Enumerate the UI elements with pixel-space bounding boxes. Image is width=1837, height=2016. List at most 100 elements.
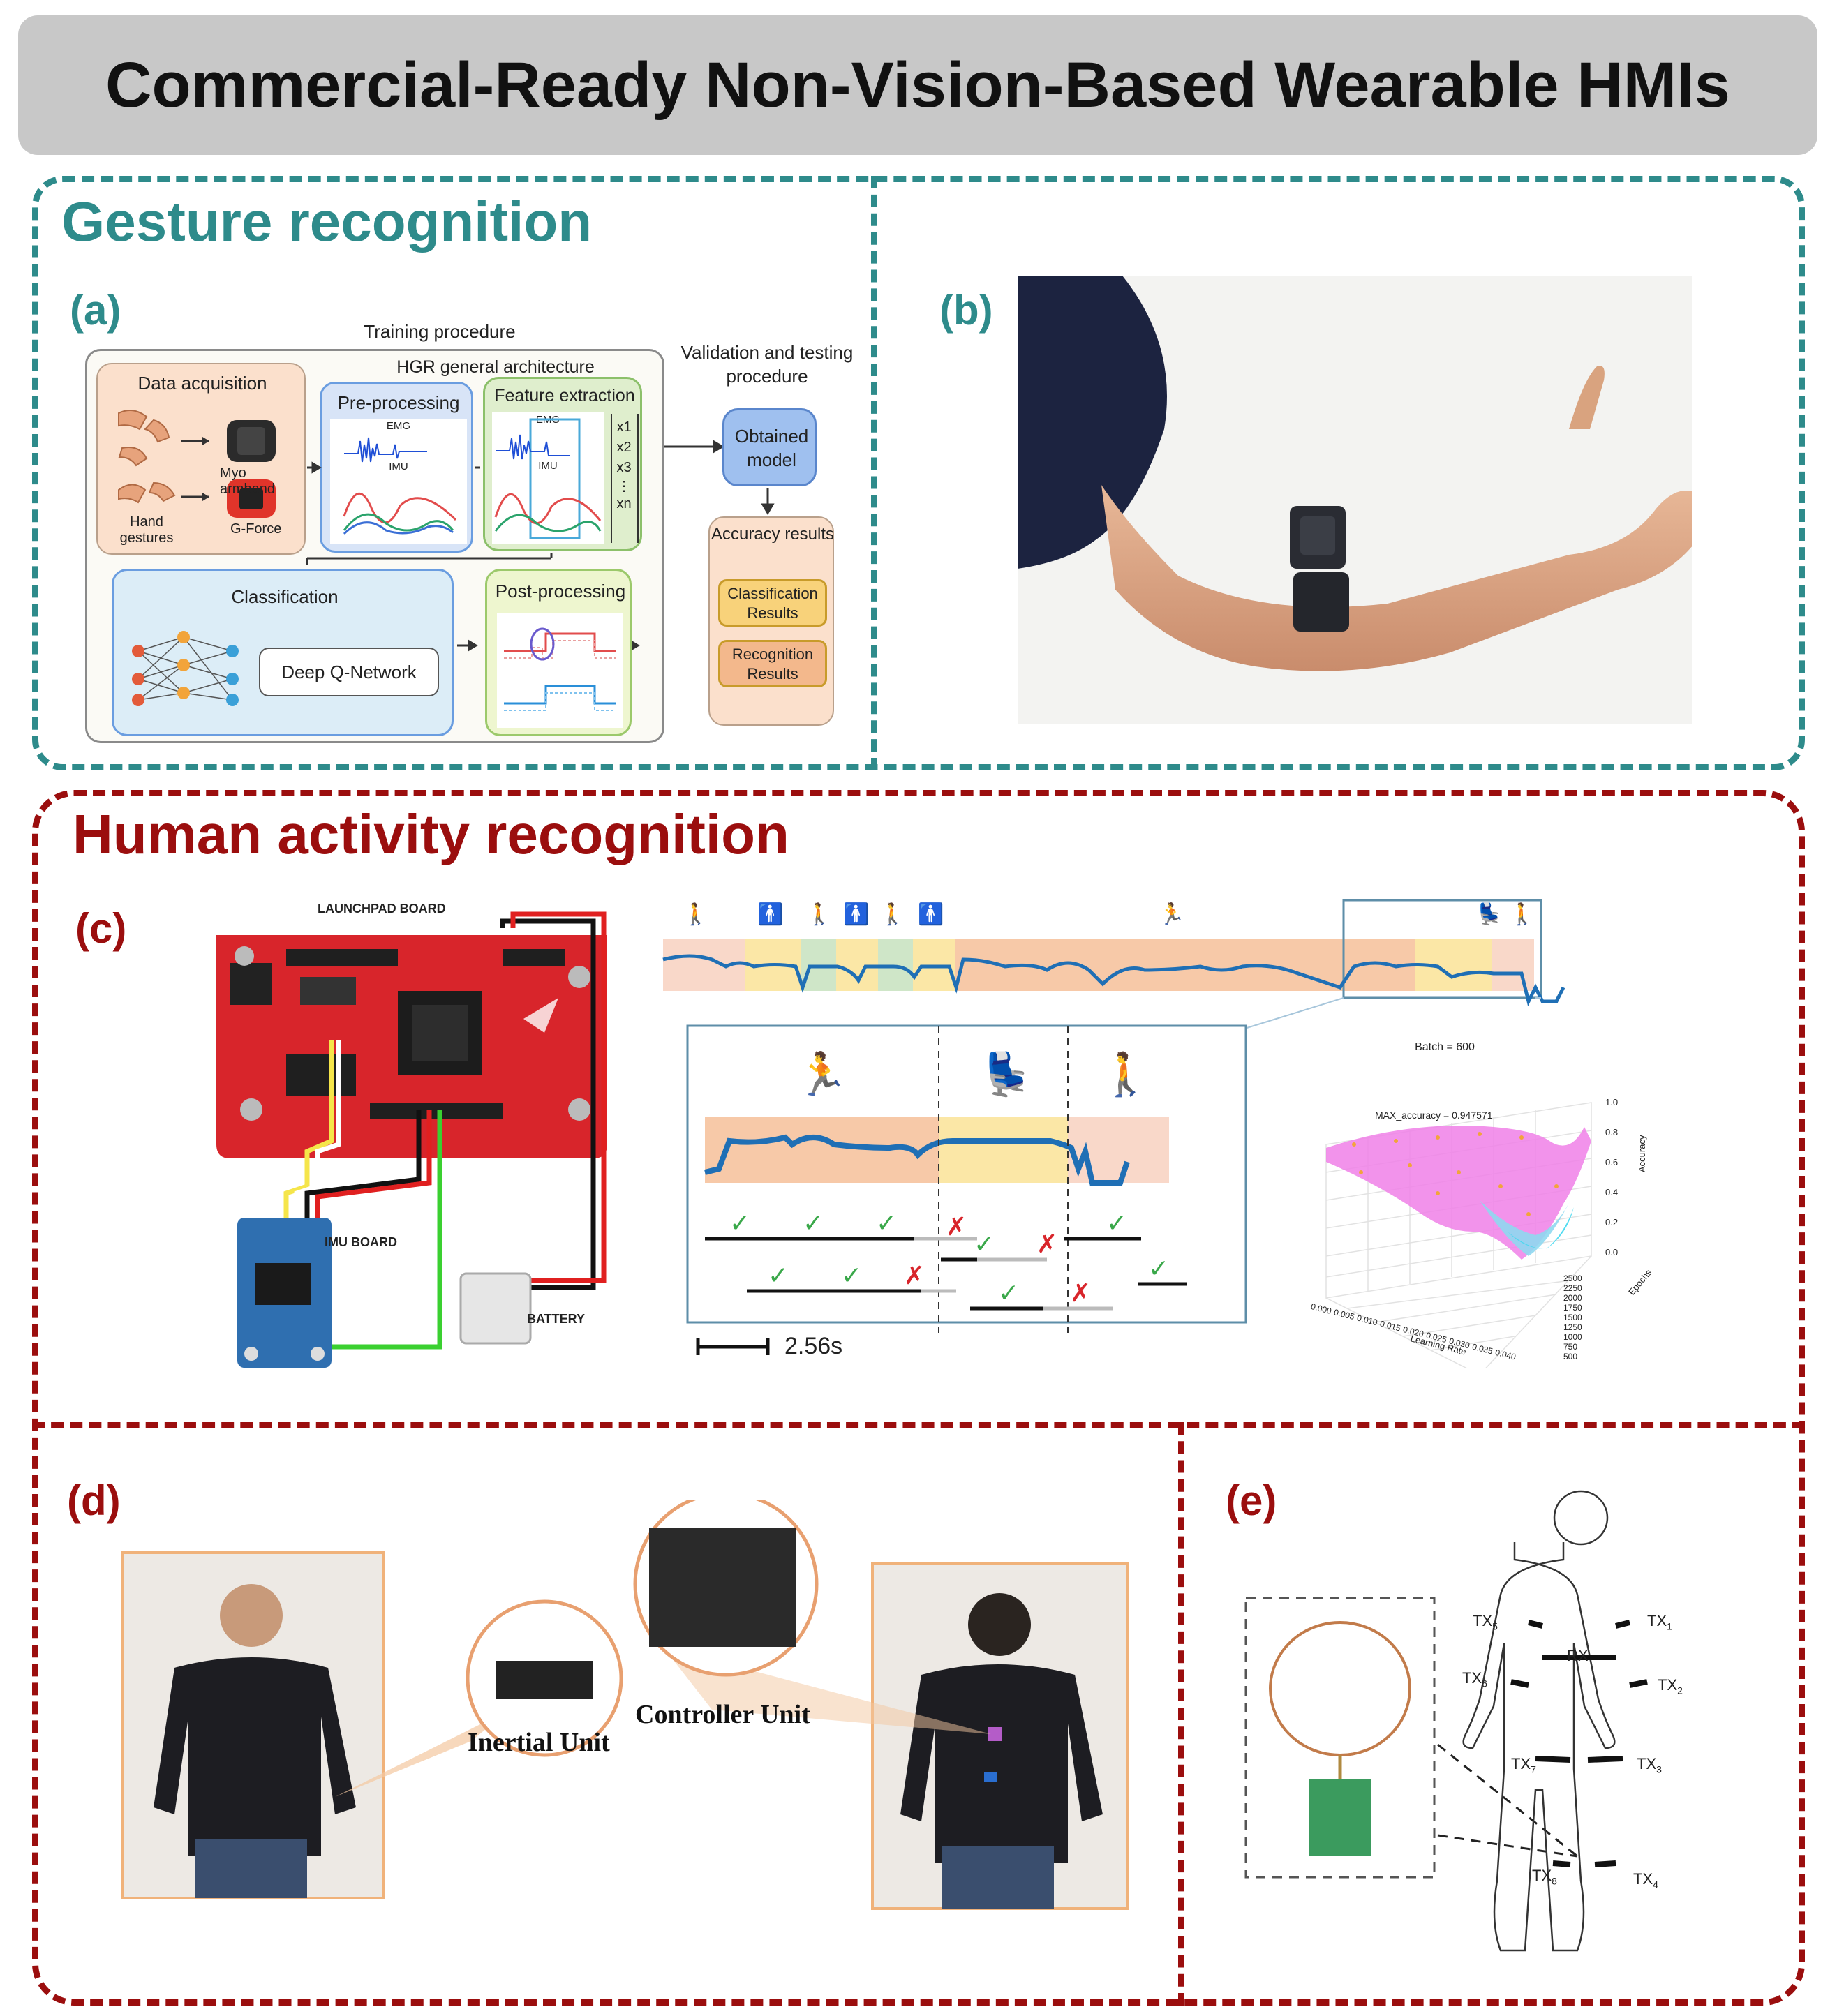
arm-with-myo-armband-image xyxy=(1018,276,1692,671)
controller-unit-label: Controller Unit xyxy=(635,1700,810,1729)
svg-text:🏃: 🏃 xyxy=(796,1050,848,1099)
g-force-label: G-Force xyxy=(230,521,282,537)
y-tick: 1750 xyxy=(1563,1303,1582,1313)
panel-e-label: (e) xyxy=(1226,1477,1277,1524)
feature-extraction-box: Feature extraction EMG IMU x1 x2 x3 ⋮ xn xyxy=(483,377,642,551)
tx2-label: TX2 xyxy=(1658,1676,1683,1696)
svg-text:✓: ✓ xyxy=(841,1262,862,1290)
obtained-model-box: Obtained model xyxy=(722,408,817,486)
arm-photo xyxy=(1018,276,1692,724)
recognition-results-box: Recognition Results xyxy=(718,640,827,687)
svg-text:💺: 💺 xyxy=(1476,902,1502,927)
svg-text:✓: ✓ xyxy=(876,1209,897,1238)
pre-imu-label: IMU xyxy=(389,461,408,472)
har-frame xyxy=(32,790,1805,2006)
post-processing-box: Post-processing xyxy=(485,569,632,736)
z-tick: 0.0 xyxy=(1605,1247,1619,1257)
svg-text:🚶: 🚶 xyxy=(683,902,708,927)
z-tick: 0.2 xyxy=(1605,1217,1619,1227)
time-scale-label: 2.56s xyxy=(784,1333,843,1359)
y-tick: 2250 xyxy=(1563,1283,1582,1293)
svg-text:💺: 💺 xyxy=(981,1050,1033,1099)
svg-text:✗: ✗ xyxy=(1036,1230,1057,1259)
svg-text:✓: ✓ xyxy=(974,1230,995,1259)
feature-x3: x3 xyxy=(616,460,632,475)
post-processing-label: Post-processing xyxy=(495,581,626,602)
deep-q-box: Deep Q-Network xyxy=(259,648,439,696)
y-tick: 750 xyxy=(1563,1342,1578,1352)
g-force-icon xyxy=(227,479,276,518)
har-title: Human activity recognition xyxy=(73,803,789,865)
tx4-label: TX4 xyxy=(1633,1870,1658,1890)
svg-text:✓: ✓ xyxy=(998,1279,1019,1308)
vest-photos xyxy=(121,1491,1129,1910)
y-tick: 500 xyxy=(1563,1352,1578,1361)
panel-c-label: (c) xyxy=(75,905,127,952)
accuracy-results-box: Accuracy results Classification Results … xyxy=(708,516,834,726)
classification-box: Classification Deep Q-Network xyxy=(112,569,454,736)
data-acquisition-label: Data acquisition xyxy=(137,373,267,394)
svg-text:🚶: 🚶 xyxy=(1099,1050,1152,1099)
z-tick: 0.4 xyxy=(1605,1187,1619,1197)
feature-extraction-signal-plot xyxy=(494,418,602,539)
hgr-arch-label: HGR general architecture xyxy=(396,357,595,377)
activity-timeline: 🚶 🚹 🚶 🚹 🚶 🚹 🏃 💺 🚶 🏃 💺 🚶 xyxy=(656,886,1591,1361)
feature-dots: ⋮ xyxy=(617,479,631,494)
svg-text:✓: ✓ xyxy=(768,1262,789,1290)
obtained-model-label: Obtained model xyxy=(734,426,809,470)
z-tick: 0.8 xyxy=(1605,1127,1619,1137)
launchpad-hardware: LAUNCHPAD BOARD IMU BOARD BATTERY xyxy=(202,900,635,1375)
panel-a-label: (a) xyxy=(70,287,121,334)
tx1-label: TX1 xyxy=(1647,1612,1672,1632)
panel-d-label: (d) xyxy=(67,1477,121,1524)
svg-text:🚶: 🚶 xyxy=(879,902,905,927)
svg-text:🚹: 🚹 xyxy=(843,902,869,927)
myo-armband-label: Myo armband xyxy=(220,465,275,497)
body-coil-diagram xyxy=(1244,1490,1648,1952)
banner-title: Commercial-Ready Non-Vision-Based Wearab… xyxy=(105,49,1730,121)
feature-x2: x2 xyxy=(616,440,632,455)
data-acquisition-box: Data acquisition Myo armband Hand gestur… xyxy=(96,363,306,555)
activity-signal-plot: 🚶 🚹 🚶 🚹 🚶 🚹 🏃 💺 🚶 🏃 💺 🚶 xyxy=(662,899,1565,1355)
pre-processing-label: Pre-processing xyxy=(337,392,460,413)
tx6-label: TX6 xyxy=(1462,1669,1487,1689)
classification-label: Classification xyxy=(231,586,339,607)
validation-label: Validation and testing procedure xyxy=(680,342,854,387)
svg-text:✓: ✓ xyxy=(803,1209,824,1238)
body-tx-rx-figure: RX TX5 TX1 TX6 TX2 TX7 TX3 TX8 TX4 xyxy=(1235,1486,1724,1975)
accuracy-surface-plot: Batch = 600 MAX_accuracy = 0.947571 1.0 … xyxy=(1298,1033,1689,1368)
classification-results-box: Classification Results xyxy=(718,579,827,627)
surface-plot-y-ticks: 500 750 1000 1250 1500 1750 2000 2250 25… xyxy=(1563,1274,1619,1361)
myo-armband-icon xyxy=(227,420,276,462)
y-tick: 2000 xyxy=(1563,1293,1582,1303)
feature-x1: x1 xyxy=(616,419,632,435)
har-vertical-divider xyxy=(1178,1422,1184,2006)
surface-plot-title: Batch = 600 xyxy=(1415,1041,1475,1053)
svg-text:🏃: 🏃 xyxy=(1159,902,1184,927)
tx8-label: TX8 xyxy=(1532,1867,1557,1887)
training-procedure-label: Training procedure xyxy=(364,321,516,342)
svg-text:✗: ✗ xyxy=(946,1213,967,1241)
feature-vector: x1 x2 x3 ⋮ xn xyxy=(612,419,636,512)
pre-processing-box: Pre-processing EMG IMU xyxy=(320,382,473,553)
y-tick: 2500 xyxy=(1563,1274,1582,1283)
surface-plot-zlabel: Accuracy xyxy=(1637,1135,1647,1172)
gesture-title: Gesture recognition xyxy=(61,191,593,253)
surface-plot-max-accuracy: MAX_accuracy = 0.947571 xyxy=(1375,1110,1493,1121)
svg-text:🚹: 🚹 xyxy=(918,902,944,927)
svg-text:✗: ✗ xyxy=(904,1262,925,1290)
hgr-arrows xyxy=(306,440,775,652)
panel-b-label: (b) xyxy=(939,287,993,334)
hand-gestures-label: Hand gestures xyxy=(119,514,174,546)
y-tick: 1500 xyxy=(1563,1313,1582,1322)
z-tick: 1.0 xyxy=(1605,1097,1619,1107)
feature-extraction-label: Feature extraction xyxy=(494,386,635,405)
y-tick: 1250 xyxy=(1563,1322,1582,1332)
y-tick: 1000 xyxy=(1563,1332,1582,1342)
hgr-diagram: Training procedure HGR general architect… xyxy=(77,318,865,750)
imu-board-label: IMU BOARD xyxy=(325,1235,397,1249)
svg-text:✓: ✓ xyxy=(1148,1255,1169,1283)
neural-network-icon xyxy=(132,631,239,706)
banner: Commercial-Ready Non-Vision-Based Wearab… xyxy=(18,15,1817,155)
deep-q-label: Deep Q-Network xyxy=(281,662,417,682)
